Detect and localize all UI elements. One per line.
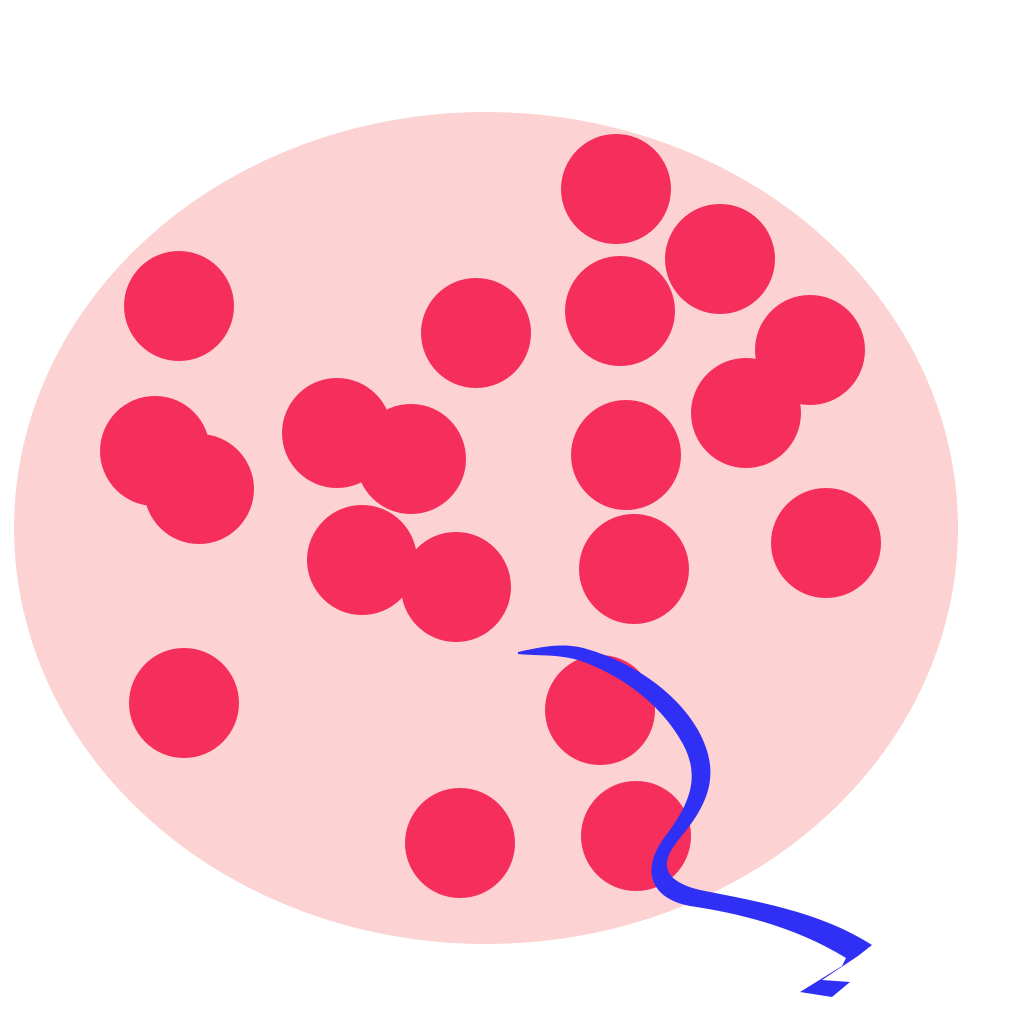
granule-12 [571, 400, 681, 510]
granule-7 [691, 358, 801, 468]
granule-17 [129, 648, 239, 758]
granule-16 [579, 514, 689, 624]
granule-group [100, 134, 881, 898]
granule-14 [307, 505, 417, 615]
granule-11 [144, 434, 254, 544]
granule-15 [401, 532, 511, 642]
granule-18 [545, 655, 655, 765]
granule-5 [565, 256, 675, 366]
granule-4 [421, 278, 531, 388]
flagellum-tail [518, 645, 872, 997]
granule-9 [356, 404, 466, 514]
granule-13 [771, 488, 881, 598]
granule-1 [561, 134, 671, 244]
cell-body [14, 112, 958, 944]
granule-3 [124, 251, 234, 361]
granule-2 [665, 204, 775, 314]
granule-19 [405, 788, 515, 898]
